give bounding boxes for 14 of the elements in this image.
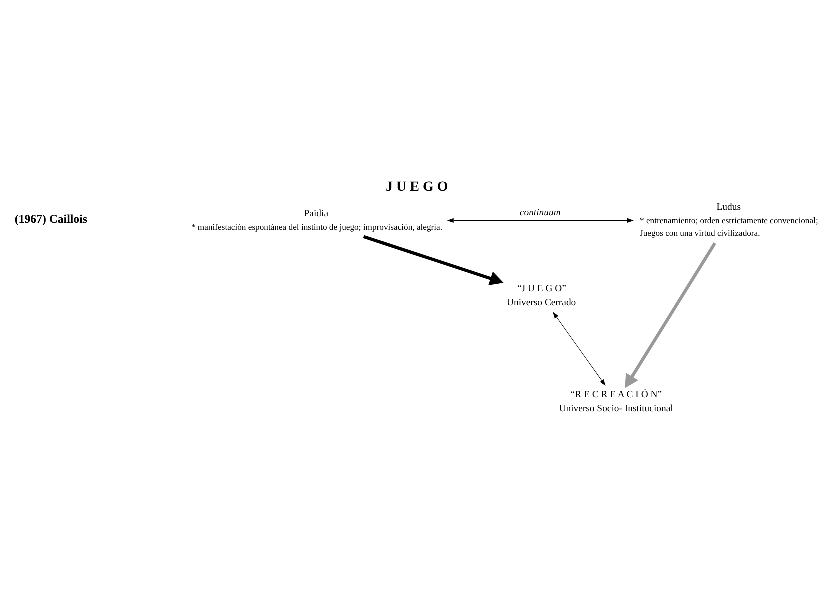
- node-label: * entrenamiento; orden estrictamente convencional;: [640, 214, 818, 225]
- node-label: * manifestación espontánea del instinto de juego; improvisación, alegría.: [191, 221, 443, 232]
- node-text: Paidia: [304, 208, 329, 220]
- node-label: Juegos con una virtud civilizadora.: [640, 228, 760, 238]
- label: (1967) Caillois: [14, 212, 88, 226]
- edge-label: continuum: [520, 207, 561, 218]
- arrow: [447, 218, 634, 222]
- node-text: “R E C R E A C I Ó N” Universo Socio- Institucional: [559, 389, 674, 414]
- arrow: [625, 242, 716, 388]
- arrow: [363, 234, 504, 285]
- node-text: Ludus: [716, 202, 741, 213]
- arrow: [553, 312, 606, 386]
- diagram-title: J U E G O: [386, 179, 448, 194]
- node-text: “J U E G O” Universo Cerrado: [507, 282, 576, 308]
